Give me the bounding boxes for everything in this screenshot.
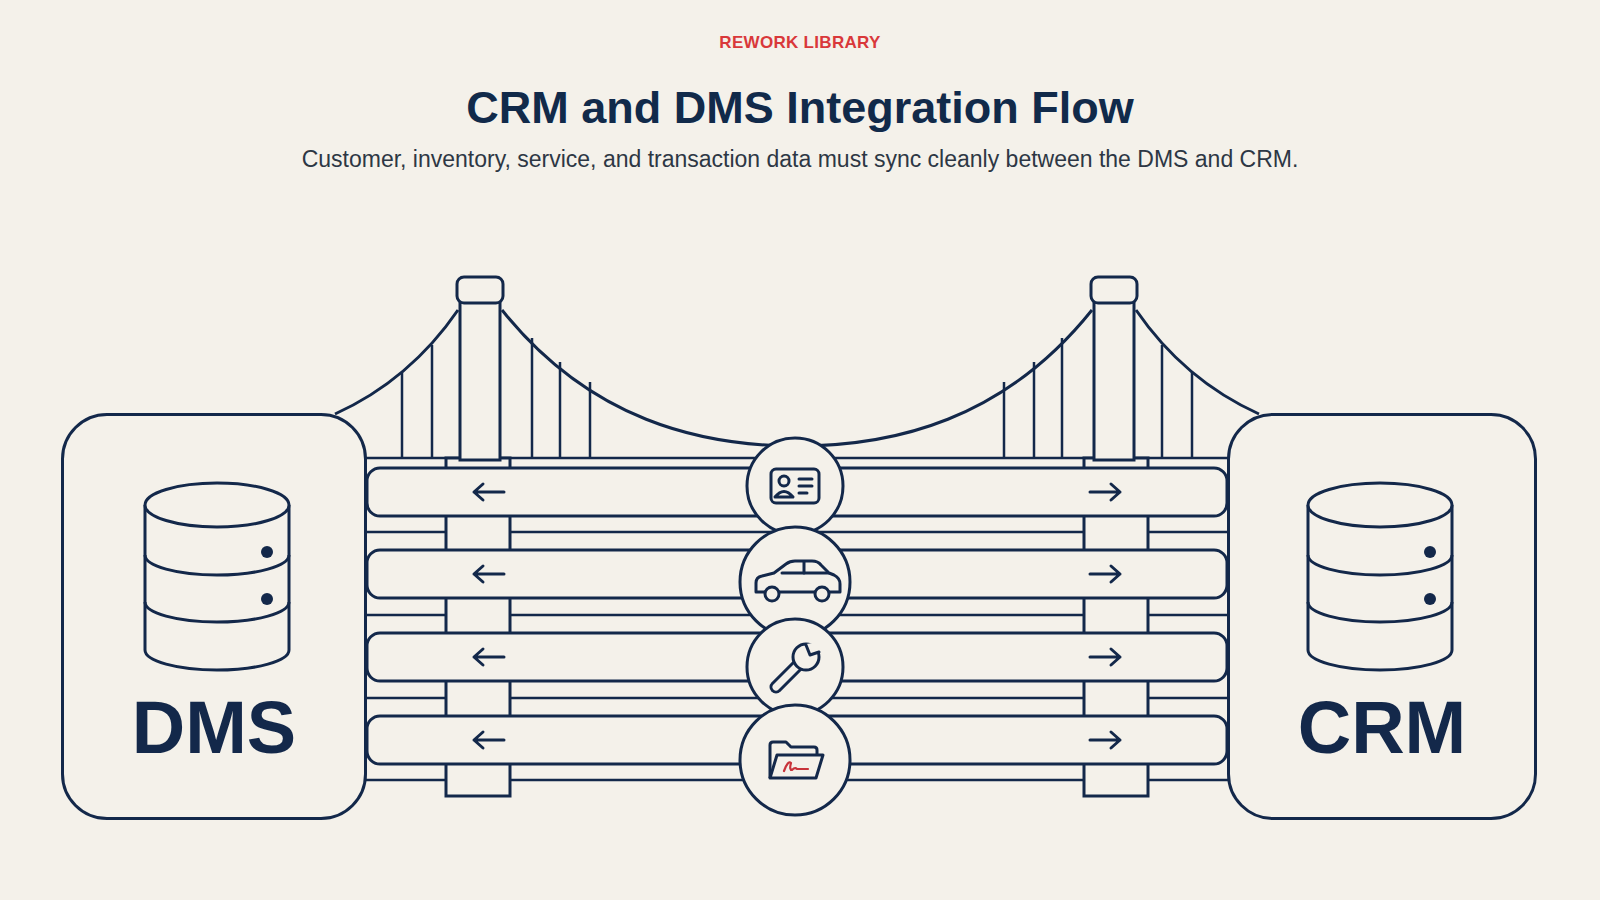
database-top [145, 483, 289, 527]
car-window [782, 572, 828, 575]
transaction-circle [740, 705, 850, 815]
arrow-head [474, 649, 504, 665]
diagram-caption: Customer, inventory, service, and transa… [0, 144, 1600, 174]
sync-band [367, 716, 1227, 764]
signature [784, 762, 808, 771]
inventory-icon [756, 561, 840, 601]
suspender [531, 338, 534, 458]
sync-band-body [367, 716, 1227, 764]
suspender [1061, 338, 1064, 458]
tower-column [1094, 290, 1134, 460]
car-wheel [815, 587, 829, 601]
main-cable [1136, 310, 1259, 414]
database-body [145, 505, 289, 670]
database-top [1308, 483, 1452, 527]
database-dot [261, 546, 273, 558]
folder-back [770, 742, 817, 778]
sync-band-body [367, 468, 1227, 516]
sync-band [367, 468, 1227, 516]
suspender [1033, 362, 1036, 458]
database-dot [1424, 593, 1436, 605]
suspender [589, 382, 592, 458]
suspender [559, 362, 562, 458]
system-box: CRM [1227, 413, 1537, 820]
database-dot [261, 593, 273, 605]
car-body [756, 561, 840, 592]
system-box: DMS [61, 413, 367, 820]
database-dot [1424, 546, 1436, 558]
tower-cap [1091, 277, 1137, 303]
main-cable [335, 310, 458, 414]
database-icon [145, 483, 289, 670]
suspender [1191, 372, 1194, 458]
sync-band-body [367, 633, 1227, 681]
wrench-head [793, 644, 819, 670]
folder-front [770, 755, 823, 778]
id-line [799, 492, 807, 495]
main-cable [502, 310, 1092, 446]
suspender-cables [402, 338, 1192, 458]
arrow-head [1090, 484, 1120, 500]
arrow-head [474, 732, 504, 748]
database-ring [145, 602, 289, 622]
suspender [431, 345, 434, 458]
tower-column [460, 290, 500, 460]
id-card [771, 469, 819, 503]
sync-band-body [367, 550, 1227, 598]
arrow-head [1090, 649, 1120, 665]
inventory-circle [740, 527, 850, 637]
id-shoulders [775, 492, 793, 498]
system-name: CRM [1298, 691, 1467, 765]
customer-icon [771, 469, 819, 503]
kicker-label: REWORK LIBRARY [0, 33, 1600, 53]
id-line [799, 485, 812, 488]
wrench-handle-fill [776, 664, 799, 687]
system-name: DMS [132, 691, 296, 765]
suspender [1161, 345, 1164, 458]
customer-circle [747, 438, 843, 534]
data-type-circles [740, 438, 850, 815]
service-icon [776, 642, 820, 687]
wrench-jaw [806, 642, 820, 656]
arrow-head [1090, 566, 1120, 582]
wrench-handle [776, 664, 799, 687]
database-ring [1308, 555, 1452, 575]
arrow-head [474, 566, 504, 582]
arrow-head [474, 484, 504, 500]
transaction-icon [770, 742, 823, 778]
suspender [1003, 382, 1006, 458]
sync-band [367, 633, 1227, 681]
wrench-jaw-line [806, 645, 819, 655]
service-circle [747, 619, 843, 715]
diagram-title: CRM and DMS Integration Flow [0, 80, 1600, 136]
suspender [401, 372, 404, 458]
database-ring [145, 555, 289, 575]
database-ring [1308, 602, 1452, 622]
tower-cap [457, 277, 503, 303]
id-line [799, 478, 812, 481]
database-icon [1308, 483, 1452, 670]
arrow-head [1090, 732, 1120, 748]
car-wheel [765, 587, 779, 601]
id-head [779, 476, 789, 486]
database-body [1308, 505, 1452, 670]
car-door [803, 562, 806, 573]
sync-band [367, 550, 1227, 598]
